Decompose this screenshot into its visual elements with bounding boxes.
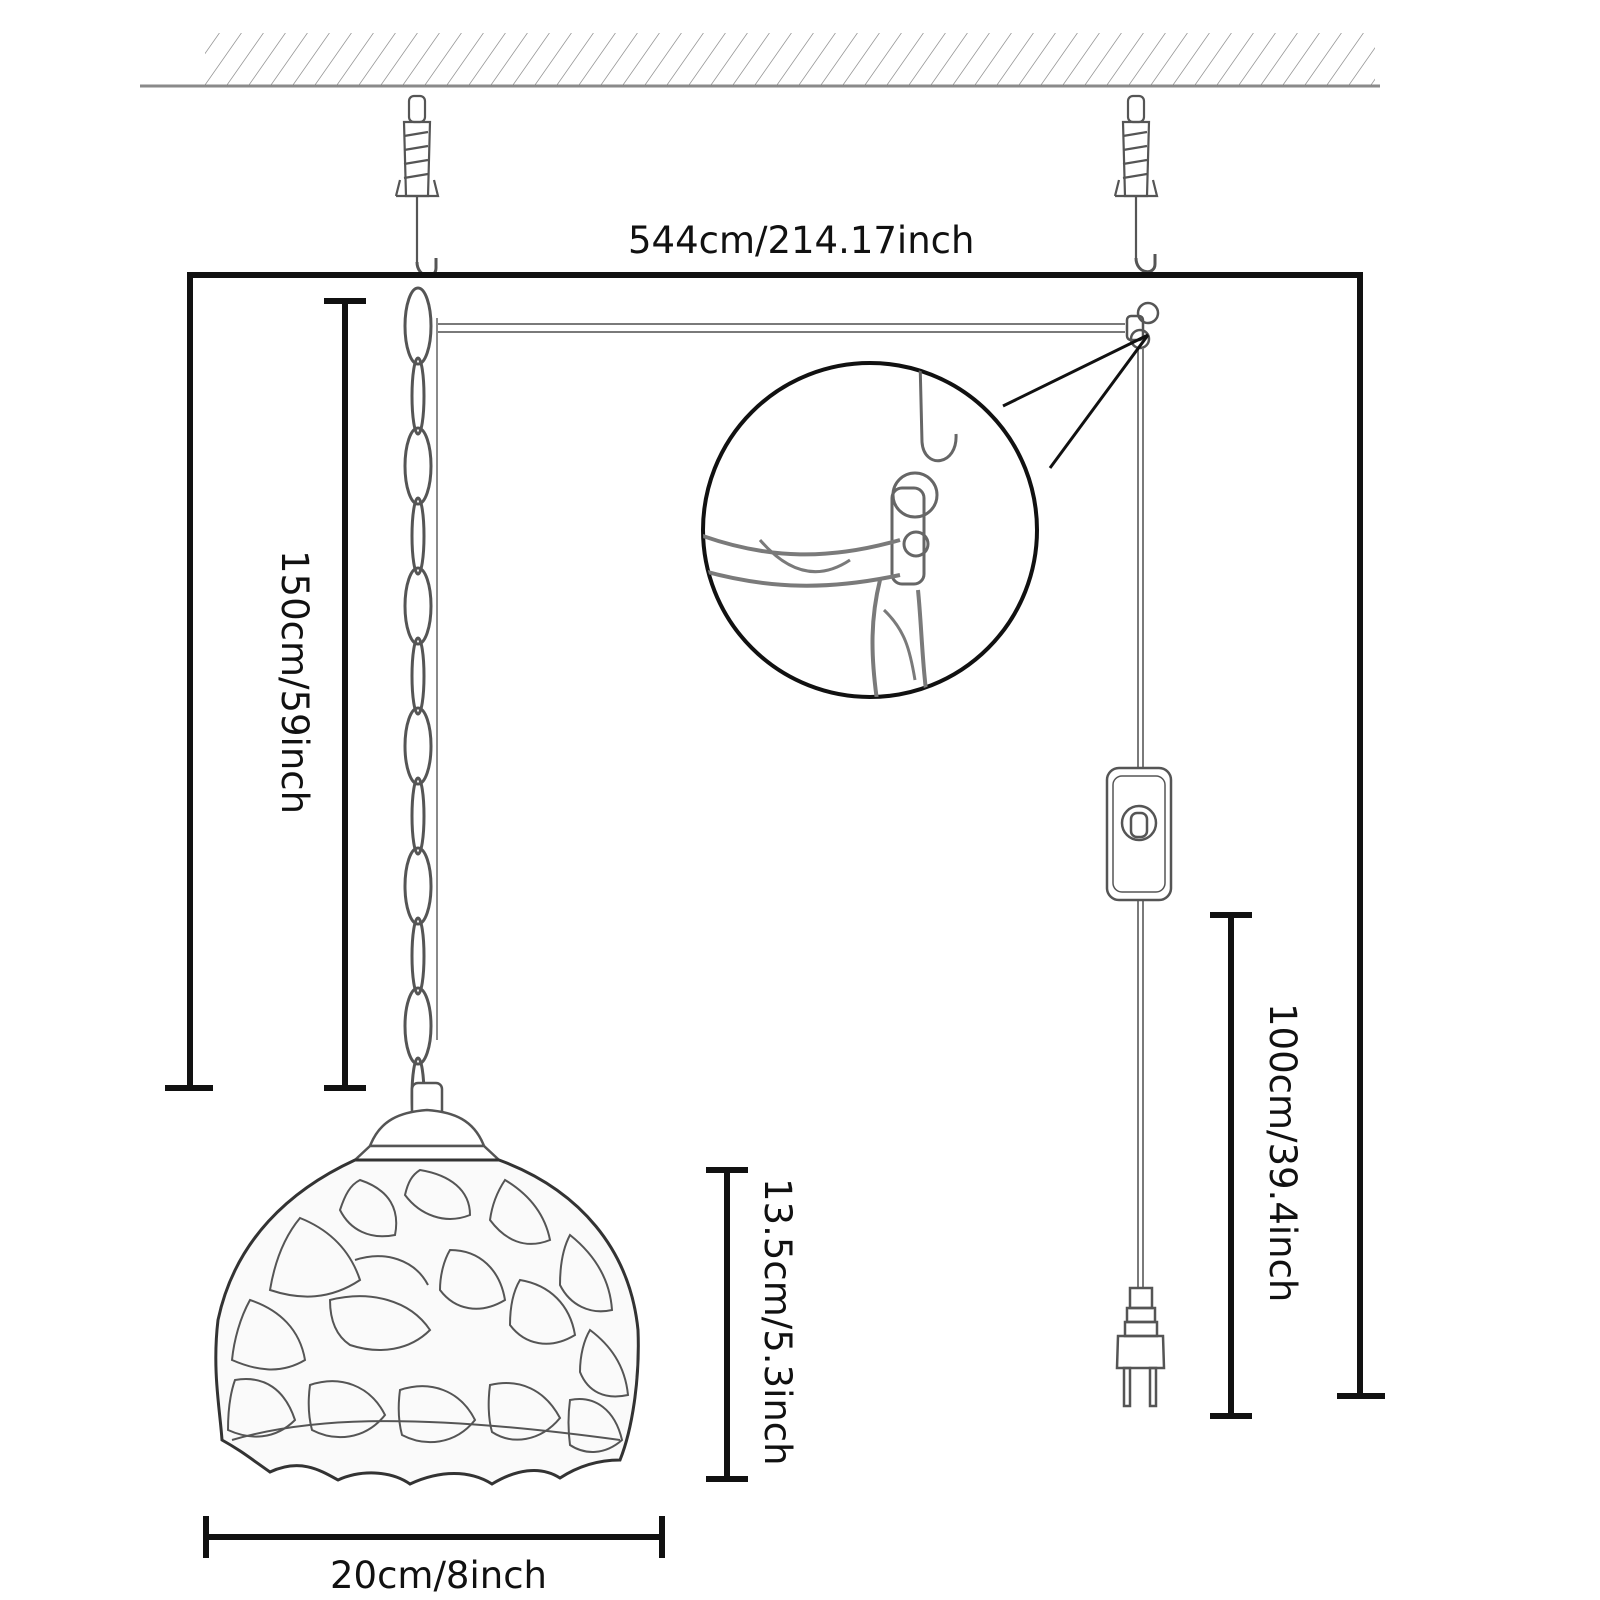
hanging-chain xyxy=(403,286,433,1136)
shade-width-label: 20cm/8inch xyxy=(330,1554,547,1597)
chain-link xyxy=(410,496,426,576)
plug-icon xyxy=(1115,1286,1166,1408)
chain-link xyxy=(410,356,426,436)
shade-height-label: 13.5cm/5.3inch xyxy=(756,1178,799,1466)
shade-width-bracket xyxy=(203,1516,665,1558)
total-length-label: 544cm/214.17inch xyxy=(628,219,974,262)
chain-link xyxy=(403,286,433,366)
inline-switch-icon xyxy=(1105,766,1173,902)
chain-link xyxy=(403,566,433,646)
ceiling xyxy=(140,33,1380,88)
chain-length-bracket xyxy=(324,298,366,1091)
horizontal-cord xyxy=(437,323,1125,333)
total-length-bracket xyxy=(165,272,1385,1399)
chain-link xyxy=(410,776,426,856)
left-wall-anchor-icon xyxy=(394,94,440,278)
magnifier-callout xyxy=(701,333,1150,699)
right-wall-anchor-icon xyxy=(1113,94,1159,274)
chain-link xyxy=(403,986,433,1066)
chain-link xyxy=(410,636,426,716)
shade-height-bracket xyxy=(706,1167,748,1482)
chain-link xyxy=(403,846,433,926)
chain-link xyxy=(403,426,433,506)
vertical-power-cord xyxy=(1137,348,1144,1288)
tiffany-shade-icon xyxy=(214,1158,640,1486)
switch-to-plug-label: 100cm/39.4inch xyxy=(1261,1003,1304,1302)
chain-link xyxy=(403,706,433,786)
shade-cap xyxy=(351,1081,503,1162)
switch-to-plug-bracket xyxy=(1210,912,1252,1419)
chain-link xyxy=(410,916,426,996)
chain-length-label: 150cm/59inch xyxy=(273,550,316,814)
